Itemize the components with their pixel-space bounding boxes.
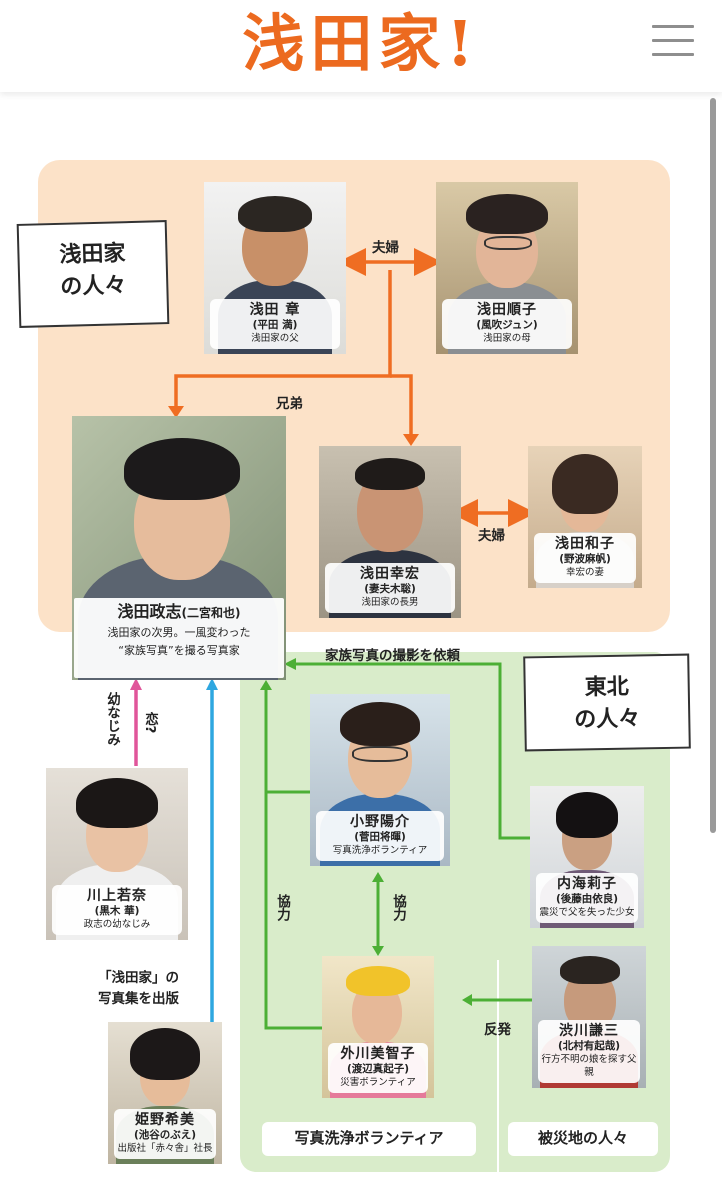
caption-yukihiro: 浅田幸宏 (妻夫木聡) 浅田家の長男 <box>325 563 455 613</box>
tag-disaster: 被災地の人々 <box>508 1122 658 1156</box>
card-ono[interactable]: 小野陽介 (菅田将暉) 写真洗浄ボランティア <box>310 694 450 866</box>
card-himeno[interactable]: 姫野希美 (池谷のぶえ) 出版社「赤々舎」社長 <box>108 1022 222 1164</box>
card-uchiumi[interactable]: 内海莉子 (後藤由依良) 震災で父を失った少女 <box>530 786 644 928</box>
caption-kawakami: 川上若奈 (黒木 華) 政志の幼なじみ <box>52 885 182 935</box>
label-love: 恋? <box>142 712 158 734</box>
caption-ono: 小野陽介 (菅田将暉) 写真洗浄ボランティア <box>316 811 444 861</box>
card-yukihiro[interactable]: 浅田幸宏 (妻夫木聡) 浅田家の長男 <box>319 446 461 618</box>
label-coop-mid: 協力 <box>390 894 406 921</box>
caption-himeno: 姫野希美 (池谷のぶえ) 出版社「赤々舎」社長 <box>114 1109 216 1159</box>
line-family-branch <box>174 270 392 408</box>
scrollbar[interactable] <box>710 98 716 833</box>
label-request: 家族写真の撮影を依頼 <box>325 648 460 664</box>
site-header: 浅田家! <box>0 0 722 92</box>
hamburger-menu-icon[interactable] <box>652 22 696 60</box>
label-publish: 「浅田家」の 写真集を出版 <box>98 970 179 1007</box>
label-couple: 夫婦 <box>372 240 399 256</box>
line-coop-left <box>264 690 312 794</box>
tag-volunteer: 写真洗浄ボランティア <box>262 1122 476 1156</box>
caption-junko: 浅田順子 (風吹ジュン) 浅田家の母 <box>442 299 572 349</box>
card-kazuko[interactable]: 浅田和子 (野波麻帆) 幸宏の妻 <box>528 446 642 588</box>
line-to-yukihiro <box>390 374 413 436</box>
card-junko[interactable]: 浅田順子 (風吹ジュン) 浅田家の母 <box>436 182 578 354</box>
label-oppose: 反発 <box>484 1022 511 1038</box>
tohoku-divider <box>497 960 499 1172</box>
caption-tonogawa: 外川美智子 (渡辺真起子) 災害ボランティア <box>328 1043 428 1093</box>
label-couple-2: 夫婦 <box>478 528 505 544</box>
line-request <box>294 662 532 840</box>
card-kawakami[interactable]: 川上若奈 (黒木 華) 政志の幼なじみ <box>46 768 188 940</box>
site-logo[interactable]: 浅田家! <box>242 7 480 80</box>
caption-kazuko: 浅田和子 (野波麻帆) 幸宏の妻 <box>534 533 636 583</box>
caption-shibukawa: 渋川謙三 (北村有起哉) 行方不明の娘を探す父親 <box>538 1020 640 1083</box>
card-shibukawa[interactable]: 渋川謙三 (北村有起哉) 行方不明の娘を探す父親 <box>532 946 646 1088</box>
label-childhood: 幼なじみ <box>104 692 120 746</box>
card-akira[interactable]: 浅田 章 (平田 満) 浅田家の父 <box>204 182 346 354</box>
caption-akira: 浅田 章 (平田 満) 浅田家の父 <box>210 299 340 349</box>
line-coop-left-2 <box>264 792 322 1030</box>
caption-masashi: 浅田政志(二宮和也) 浅田家の次男。一風変わった “家族写真”を撮る写真家 <box>74 598 284 678</box>
label-brothers: 兄弟 <box>276 396 303 412</box>
caption-uchiumi: 内海莉子 (後藤由依良) 震災で父を失った少女 <box>536 873 638 923</box>
label-coop-left: 協力 <box>274 894 290 921</box>
card-tonogawa[interactable]: 外川美智子 (渡辺真起子) 災害ボランティア <box>322 956 434 1098</box>
